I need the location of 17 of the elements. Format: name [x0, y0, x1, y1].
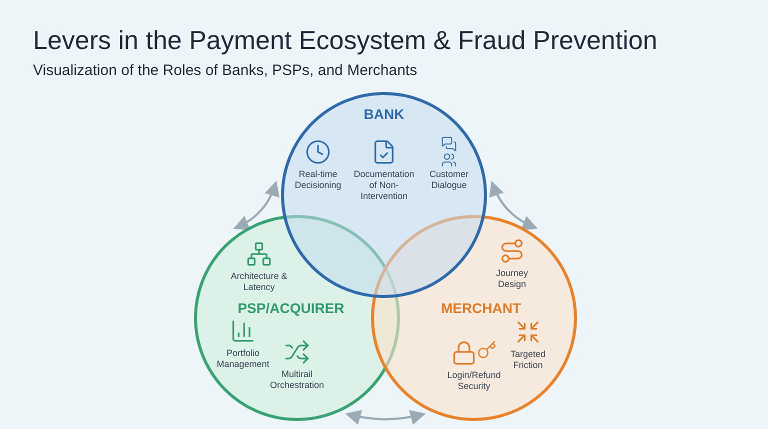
lever-label: Targeted Friction	[509, 349, 547, 371]
lever-label: Architecture & Latency	[230, 271, 288, 293]
lever-label: Journey Design	[494, 268, 530, 290]
lever-label: Portfolio Management	[216, 348, 270, 370]
lever-label: Login/Refund Security	[446, 370, 502, 392]
double-arrow	[233, 180, 279, 230]
circle-heading: BANK	[364, 106, 404, 122]
circle-heading: MERCHANT	[440, 300, 522, 316]
title: Levers in the Payment Ecosystem & Fraud Prevention	[33, 24, 658, 56]
double-arrow	[490, 180, 538, 230]
double-arrow	[345, 410, 426, 425]
lever-label: Customer Dialogue	[428, 169, 470, 191]
lever-label: Documentation of Non-Intervention	[352, 169, 416, 202]
circle-heading: PSP/ACQUIRER	[238, 300, 344, 316]
lever-label: Real-time Decisioning	[294, 169, 342, 191]
lever-label: Multirail Orchestration	[268, 369, 326, 391]
subtitle: Visualization of the Roles of Banks, PSPs, and Merchants	[33, 61, 418, 81]
